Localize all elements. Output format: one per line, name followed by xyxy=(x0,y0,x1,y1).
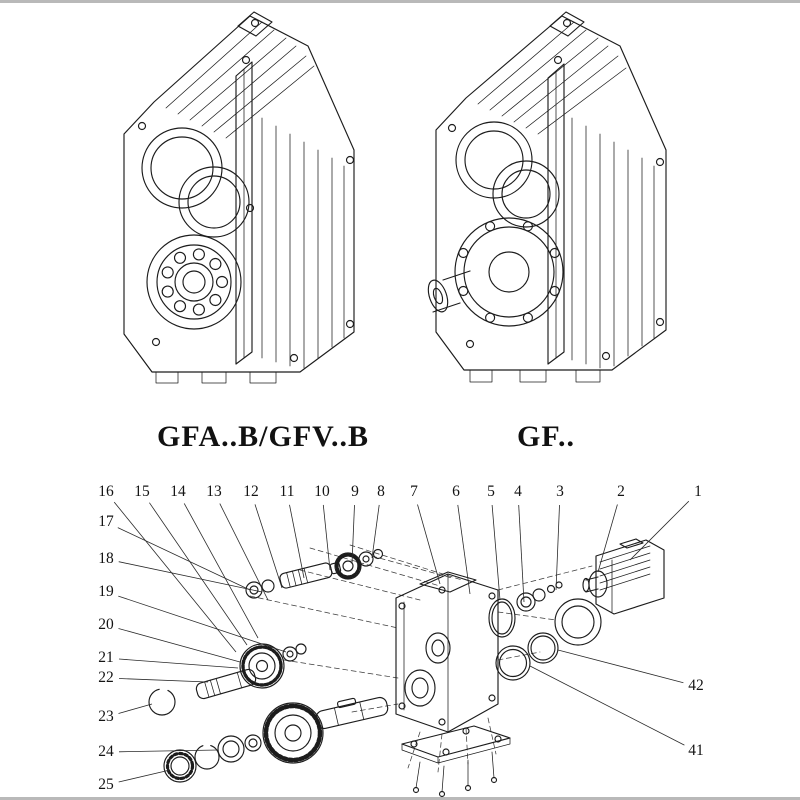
leader-line-15 xyxy=(149,502,248,646)
output-flange xyxy=(454,217,564,327)
bearing-detail xyxy=(146,234,242,330)
part-number-19: 19 xyxy=(98,583,114,600)
leader-line-9 xyxy=(351,504,355,565)
part-number-16: 16 xyxy=(98,483,114,500)
ball-bearing xyxy=(163,749,197,783)
part-number-18: 18 xyxy=(98,550,114,567)
part-number-13: 13 xyxy=(206,483,222,500)
leader-line-16 xyxy=(113,501,237,653)
part-number-17: 17 xyxy=(98,513,114,530)
input-pinion-shaft xyxy=(195,668,257,700)
part-number-12: 12 xyxy=(243,483,259,500)
mounting-feet xyxy=(155,371,277,384)
output-shaft xyxy=(427,270,471,313)
leader-line-14 xyxy=(183,503,259,639)
input-side-parts xyxy=(488,538,665,681)
right-gearbox-drawing xyxy=(427,11,667,383)
leader-line-22 xyxy=(118,678,209,683)
assembly-axis-lines xyxy=(249,544,593,773)
leader-line-4 xyxy=(518,504,525,603)
leader-line-24 xyxy=(118,749,219,753)
part-number-15: 15 xyxy=(134,483,150,500)
leader-line-3 xyxy=(555,504,560,591)
exploded-view xyxy=(148,538,665,798)
top-ribs xyxy=(165,21,315,139)
part-number-42: 42 xyxy=(688,677,704,694)
part-number-1: 1 xyxy=(694,483,702,500)
part-number-23: 23 xyxy=(98,708,114,725)
circlip xyxy=(194,744,220,770)
leader-line-2 xyxy=(597,504,618,573)
base-plate-parts xyxy=(401,725,511,798)
side-ribs xyxy=(571,117,655,369)
output-shaft xyxy=(315,696,389,730)
leader-line-7 xyxy=(417,504,441,585)
seal-ring-42 xyxy=(527,632,559,664)
leader-line-10 xyxy=(322,504,331,571)
output-gear xyxy=(262,702,324,764)
seal-ring-41 xyxy=(495,645,531,681)
motor-drawing xyxy=(582,538,665,615)
part-number-5: 5 xyxy=(487,483,495,500)
part-number-4: 4 xyxy=(514,483,522,500)
part-number-21: 21 xyxy=(98,649,114,666)
pinion-gear xyxy=(334,552,362,580)
part-number-14: 14 xyxy=(170,483,186,500)
leader-line-13 xyxy=(219,503,269,601)
model-caption-right: GF.. xyxy=(517,420,575,453)
photo-edge-top xyxy=(0,0,800,3)
leader-line-25 xyxy=(118,769,171,783)
side-ribs xyxy=(261,117,345,369)
leader-line-5 xyxy=(491,504,501,601)
gear-housing xyxy=(395,571,499,733)
leader-line-17 xyxy=(117,527,251,591)
part-number-7: 7 xyxy=(410,483,418,500)
part-number-10: 10 xyxy=(314,483,330,500)
part-number-3: 3 xyxy=(556,483,564,500)
leader-line-11 xyxy=(289,504,305,579)
part-number-9: 9 xyxy=(351,483,359,500)
lifting-eye-hole xyxy=(562,18,572,28)
leader-line-42 xyxy=(557,649,684,684)
model-caption-left: GFA..B/GFV..B xyxy=(157,420,369,453)
intermediate-shaft-parts xyxy=(245,548,384,599)
leader-line-20 xyxy=(118,628,241,663)
second-stage-gear-parts xyxy=(148,643,307,716)
photo-edge-bottom xyxy=(0,797,800,800)
lifting-eye-hole xyxy=(250,18,260,28)
end-cover xyxy=(554,598,602,646)
part-number-2: 2 xyxy=(617,483,625,500)
leader-line-41 xyxy=(529,665,685,746)
part-number-22: 22 xyxy=(98,669,114,686)
leader-line-18 xyxy=(118,561,263,593)
leader-line-21 xyxy=(118,658,239,669)
output-stage-parts xyxy=(163,696,389,783)
part-number-11: 11 xyxy=(279,483,295,500)
left-gearbox-drawing xyxy=(123,11,355,384)
part-number-24: 24 xyxy=(98,743,114,760)
leader-line-12 xyxy=(254,504,283,589)
part-number-41: 41 xyxy=(688,742,704,759)
retaining-ring xyxy=(148,688,176,716)
leader-line-23 xyxy=(118,703,153,714)
part-number-8: 8 xyxy=(377,483,385,500)
part-number-20: 20 xyxy=(98,616,114,633)
leader-line-8 xyxy=(371,504,380,559)
part-number-25: 25 xyxy=(98,776,114,793)
leader-line-19 xyxy=(118,595,287,653)
leader-line-1 xyxy=(629,500,690,561)
mounting-feet xyxy=(469,369,601,383)
part-number-6: 6 xyxy=(452,483,460,500)
leader-line-6 xyxy=(457,504,471,595)
